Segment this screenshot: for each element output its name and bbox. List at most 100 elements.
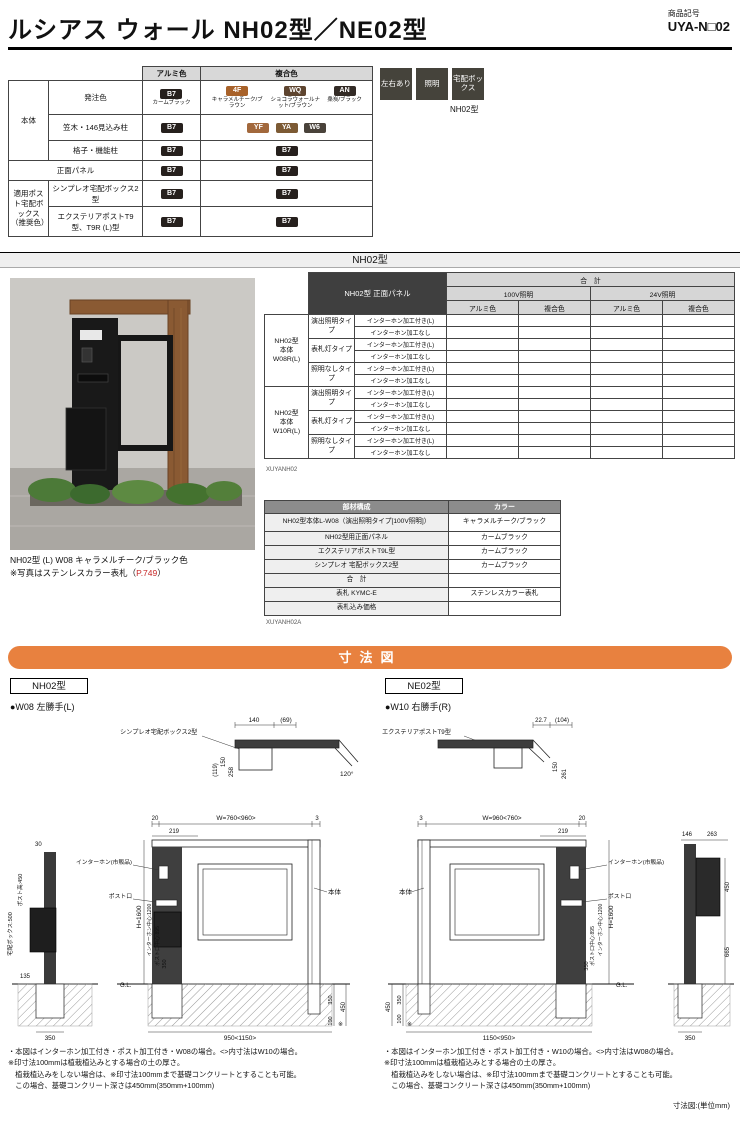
price-cell: [662, 374, 735, 387]
color-chip-code: 4F: [226, 85, 249, 96]
parts-composition-table: 部材構成 カラー NH02型本体L-W08（演出照明タイプ[100V照明]）キャ…: [264, 500, 561, 616]
price-cell: [518, 410, 591, 423]
dimension-section-band: 寸法図: [8, 646, 732, 669]
color-chip-name: ショコラウォールナット/ブラウン: [270, 96, 320, 110]
plan-box-label: シンプレオ宅配ボックス2型: [120, 728, 197, 736]
dim-mark: ※: [407, 1022, 412, 1028]
dimension-drawing-ne02: エクステリアポストT9型 22.7 (104) 150 261 3 W=960<…: [376, 712, 736, 1047]
color-chip-name: カームブラック: [152, 100, 191, 107]
row-label: エクステリアポストT9型、T9R (L)型: [48, 206, 143, 237]
plant: [166, 483, 210, 505]
row-label: 発注色: [48, 80, 143, 115]
product-code-label: 商品記号: [667, 9, 700, 18]
feature-tag-delivery-box: 宅配ボックス: [452, 68, 484, 100]
price-cell: [518, 326, 591, 339]
notes-ne02: ・本図はインターホン加工付き・ポスト加工付き・W10の場合。<>内寸法はW08の…: [384, 1046, 734, 1091]
dim-450: 450: [386, 1001, 392, 1012]
product-code-box: 商品記号 UYA-N□02: [668, 8, 730, 34]
color-row-koshi: 格子・機能柱 B7 B7: [9, 140, 373, 161]
color-chip-code: B7: [275, 216, 298, 227]
phone-option: インターホン加工付き(L): [354, 338, 447, 351]
price-cell: [662, 434, 735, 447]
interphone-elev: [158, 865, 169, 880]
parts-row: 表札込み価格: [264, 601, 561, 616]
alumi-chips-cell: B7 カームブラック: [142, 80, 201, 115]
photo-caption-line1: NH02型 (L) W08 キャラメルチーク/ブラック色: [10, 555, 188, 565]
price-cell: [518, 386, 591, 399]
color-chip-code: B7: [160, 89, 183, 100]
color-row-order: 本体 発注色 B7 カームブラック 4F キャラメルチーク/ブラウン WQ: [8, 80, 373, 161]
photo-caption: NH02型 (L) W08 キャラメルチーク/ブラック色 ※写真はステンレスカラ…: [10, 554, 188, 580]
spec-price-table: NH02型 正面パネル 合 計 100V照明 24V照明 アルミ色 複合色 アル…: [264, 272, 735, 459]
fukugo-chips-cell: B7: [200, 140, 373, 161]
phone-option: インターホン加工なし: [354, 374, 447, 387]
page-reference-link[interactable]: P.749: [136, 567, 158, 578]
dim-width: W=960<760>: [482, 815, 521, 822]
price-cell: [590, 446, 663, 459]
alumi-chips-cell: B7: [142, 160, 201, 181]
variant-label-w08: ●W08 左勝手(L): [10, 702, 75, 712]
parts-table-wrap: 部材構成 カラー NH02型本体L-W08（演出照明タイプ[100V照明]）キャ…: [264, 500, 561, 616]
dim-258: 258: [229, 766, 235, 777]
price-cell: [518, 446, 591, 459]
phone-option: インターホン加工なし: [354, 350, 447, 363]
label-body: 本体: [399, 887, 413, 896]
front-elevation-ne02: 3 W=960<760> 20 219 本体 インターホン(市販品) ポスト口: [386, 815, 664, 1042]
product-photo-illustration: [10, 278, 255, 550]
price-cell: [590, 314, 663, 327]
parts-row: シンプレオ 宅配ボックス2型カームブラック: [264, 559, 561, 574]
dim-450: 450: [341, 1001, 347, 1012]
price-cell: [662, 338, 735, 351]
price-cell: [662, 386, 735, 399]
empty-cell: [264, 272, 309, 315]
spec-header-row1: NH02型 正面パネル 合 計: [264, 272, 735, 315]
dim-3: 3: [419, 816, 423, 822]
dim-22-7: 22.7: [535, 718, 547, 724]
feature-tag-left-right: 左右あり: [380, 68, 412, 100]
dim-width-total: 1150<950>: [483, 1035, 516, 1042]
nameplate: [80, 330, 102, 340]
price-cell: [662, 314, 735, 327]
interphone-unit: [81, 347, 93, 363]
delivery-box-elev: [153, 911, 182, 948]
delivery-box: [65, 407, 107, 471]
fukugo-chips-cell: B7: [200, 206, 373, 237]
phone-option: インターホン加工付き(L): [354, 386, 447, 399]
row-label: 笠木・146見込み柱: [48, 114, 143, 141]
dim-100: 100: [328, 1016, 334, 1025]
frame-elev: [197, 863, 293, 941]
dim-135: 135: [20, 974, 31, 980]
fukugo-chips-cell: 4F キャラメルチーク/ブラウン WQ ショコラウォールナット/ブラウン AN …: [200, 80, 373, 115]
fukugo-color-header: 複合色: [200, 66, 373, 81]
color-chip-code: W6: [303, 122, 326, 133]
interphone-elev: [569, 865, 580, 880]
type-label: 演出照明タイプ: [308, 314, 355, 339]
post-slot-elev: [155, 899, 178, 907]
alumi-chips-cell: B7: [142, 180, 201, 207]
foundation-right: [555, 983, 587, 1019]
price-cell: [590, 362, 663, 375]
delivery-box-side: [29, 907, 57, 953]
dim-20: 20: [152, 816, 159, 822]
label-interphone: インターホン(市販品): [608, 858, 664, 866]
dim-69: (69): [280, 717, 292, 724]
notes-nh02: ・本図はインターホン加工付き・ポスト加工付き・W08の場合。<>内寸法はW10の…: [8, 1046, 374, 1091]
dim-3: 3: [315, 816, 319, 822]
price-cell: [590, 326, 663, 339]
page-title: ルシアス ウォール NH02型／NE02型: [8, 17, 428, 44]
empty-cell: [8, 66, 143, 81]
price-cell: [446, 338, 519, 351]
note-line: この場合、基礎コンクリート深さは450mm(350mm+100mm): [384, 1080, 591, 1090]
dim-350-side: 350: [685, 1035, 696, 1042]
price-cell: [518, 374, 591, 387]
model-box-ne02: NE02型: [385, 678, 463, 694]
color-table-header-row: アルミ色 複合色: [8, 66, 373, 81]
post-slot-elev: [560, 899, 583, 907]
color-chip: WQ ショコラウォールナット/ブラウン: [269, 85, 321, 109]
alumi-chips-cell: B7: [142, 140, 201, 161]
color-chip-code: B7: [275, 165, 298, 176]
table-code: XUYANH02A: [266, 620, 302, 626]
price-cell: [446, 314, 519, 327]
parts-row: 合 計: [264, 573, 561, 588]
